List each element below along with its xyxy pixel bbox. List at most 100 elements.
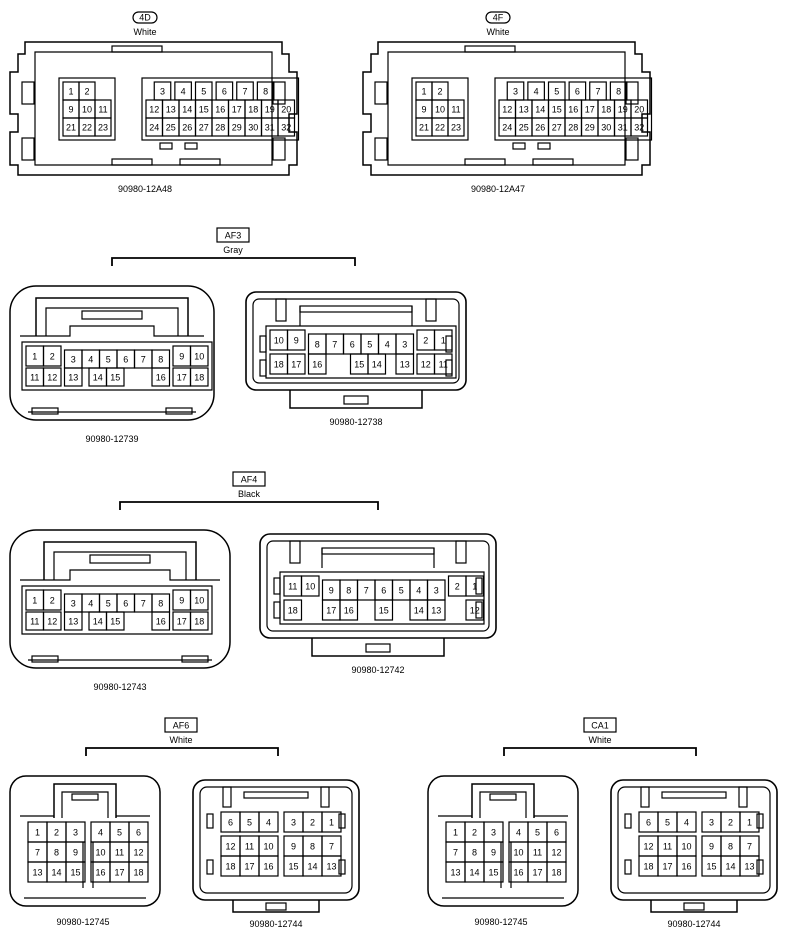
pin-number: 17	[177, 373, 187, 383]
pin-number: 15	[70, 868, 80, 878]
pin-number: 24	[149, 123, 159, 133]
pin-number: 9	[73, 848, 78, 858]
pin-number: 23	[98, 123, 108, 133]
pin-frame	[21, 341, 213, 391]
pin-cell	[676, 855, 697, 877]
pin-number: 4	[266, 818, 271, 828]
pin-block	[58, 77, 116, 141]
pin-number: 13	[68, 373, 78, 383]
housing-inner	[617, 786, 771, 894]
lock-hood	[53, 783, 117, 818]
pin-number: 12	[502, 105, 512, 115]
pin-cell	[63, 367, 83, 387]
pin-cell	[321, 855, 342, 877]
pin-number: 16	[344, 606, 354, 616]
pin-number: 18	[194, 617, 204, 627]
pin-number: 18	[194, 373, 204, 383]
part-number: 90980-12745	[474, 917, 527, 927]
pin-number: 6	[646, 818, 651, 828]
pin-number: 2	[472, 828, 477, 838]
latch-tab	[21, 137, 35, 161]
pin-number: 5	[117, 828, 122, 838]
pin-number: 1	[32, 596, 37, 606]
connector-code: AF4	[241, 475, 258, 485]
connector-color: Black	[238, 489, 261, 499]
guide-rail	[320, 786, 330, 808]
pin-number: 5	[106, 355, 111, 365]
lock-rail	[661, 791, 727, 799]
guide-rail	[289, 540, 301, 564]
pin-number: 15	[110, 373, 120, 383]
lock-hood-inner	[53, 551, 187, 580]
connector-housing	[192, 779, 360, 901]
pin-number: 3	[71, 355, 76, 365]
pin-number: 7	[141, 355, 146, 365]
pin-number: 2	[437, 87, 442, 97]
pin-number: 14	[307, 862, 317, 872]
latch-housing	[232, 900, 320, 913]
pin-number: 11	[288, 582, 297, 592]
shoulder-line	[20, 325, 204, 337]
pin-number: 8	[263, 87, 268, 97]
pin-number: 11	[533, 848, 542, 858]
connector-code-badge	[132, 11, 158, 24]
pin-number: 3	[291, 818, 296, 828]
pin-cell	[433, 353, 453, 375]
pin-number: 4	[181, 87, 186, 97]
part-number: 90980-12739	[85, 434, 138, 444]
pin-number: 16	[568, 105, 578, 115]
guide-rail	[222, 786, 232, 808]
latch-tab	[374, 81, 388, 105]
pin-number: 29	[585, 123, 595, 133]
pin-number: 10	[82, 105, 92, 115]
pin-number: 28	[215, 123, 225, 133]
pin-cell	[374, 599, 394, 621]
pin-number: 11	[245, 842, 254, 852]
pin-number: 1	[747, 818, 752, 828]
pin-number: 11	[115, 848, 124, 858]
pin-number: 7	[595, 87, 600, 97]
side-key	[273, 601, 281, 619]
pin-cell	[42, 367, 62, 387]
lock-bar	[489, 793, 517, 801]
pin-number: 10	[305, 582, 315, 592]
latch-tab	[374, 137, 388, 161]
pin-number: 10	[681, 842, 691, 852]
pin-number: 5	[399, 586, 404, 596]
pin-number: 20	[281, 105, 291, 115]
foot	[31, 407, 59, 415]
pin-number: 4	[516, 828, 521, 838]
pin-number: 15	[488, 868, 498, 878]
side-key	[624, 813, 632, 829]
connector-color: White	[133, 27, 156, 37]
pin-cell	[105, 367, 125, 387]
side-key	[273, 577, 281, 595]
pin-number: 1	[68, 87, 73, 97]
lock-hood-inner	[45, 307, 179, 336]
pin-number: 5	[247, 818, 252, 828]
pin-number: 17	[532, 868, 542, 878]
pin-number: 8	[346, 586, 351, 596]
latch-tab	[272, 137, 286, 161]
connector-color: White	[169, 735, 192, 745]
pin-number: 15	[199, 105, 209, 115]
pin-number: 14	[535, 105, 545, 115]
pin-number: 3	[73, 828, 78, 838]
pin-number: 12	[643, 842, 653, 852]
connector-housing	[9, 285, 215, 421]
pin-cell	[367, 353, 387, 375]
pin-number: 21	[66, 123, 76, 133]
pin-cell	[42, 611, 62, 631]
pin-cell	[433, 329, 453, 351]
connector-housing	[610, 779, 778, 901]
pin-number: 8	[472, 848, 477, 858]
pin-number: 14	[182, 105, 192, 115]
pin-number: 1	[472, 582, 477, 592]
latch-housing	[311, 638, 445, 657]
pin-number: 14	[93, 617, 103, 627]
pin-cell	[739, 811, 760, 833]
pin-number: 16	[156, 617, 166, 627]
guide-rail	[425, 298, 437, 322]
connector-code-badge	[485, 11, 511, 24]
pin-number: 8	[728, 842, 733, 852]
